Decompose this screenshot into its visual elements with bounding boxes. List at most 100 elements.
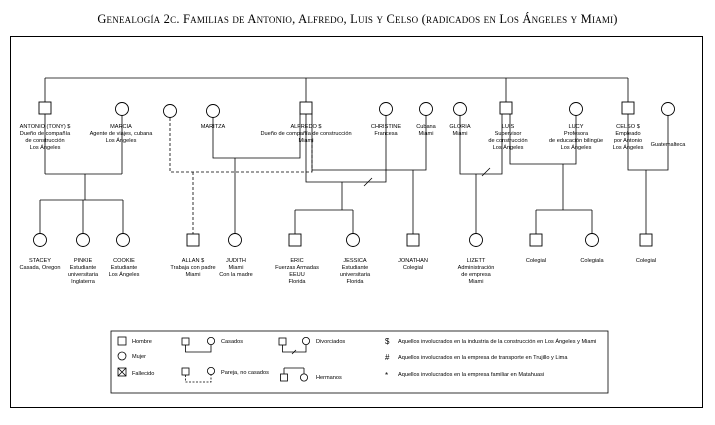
cubana-label-line-1: Cubana — [416, 124, 436, 130]
lizett-label-line-2: Administración — [458, 265, 495, 271]
female-symbol-cookie — [116, 233, 130, 247]
lucy-label-line-2: Profesora — [564, 131, 589, 137]
female-symbol-gloria — [453, 102, 467, 116]
celso-label-line-3: por Antonio — [614, 138, 642, 144]
female-symbol-christine — [379, 102, 393, 116]
female-symbol-first-partner — [163, 104, 177, 118]
lizett-label-line-3: de empresa — [461, 272, 491, 278]
legend-female-label: Mujer — [132, 354, 146, 360]
antonio-label-line-2: Dueño de compañía — [20, 131, 71, 137]
female-symbol-lucy — [569, 102, 583, 116]
female-symbol-lizett — [469, 233, 483, 247]
male-symbol-eric — [288, 233, 302, 247]
legend-dollar-text: Aquellos involucrados en la industria de… — [398, 338, 596, 345]
female-symbol-cubana — [419, 102, 433, 116]
allan-label-line-1: ALLAN $ — [182, 258, 205, 264]
legend-deceased-label: Fallecido — [132, 371, 154, 377]
male-symbol-alfredo — [299, 101, 313, 115]
alfredo-label-line-2: Dueño de compañía de construcción — [260, 131, 351, 137]
legend-divorced-line — [282, 344, 307, 355]
alfredo-label-line-1: ALFREDO $ — [290, 124, 322, 130]
gloria-label-line-1: GLORIA — [449, 124, 470, 130]
male-symbol-allan — [186, 233, 200, 247]
stacey-label-line-2: Casada, Oregon — [19, 265, 60, 271]
colegial1-label-line-1: Colegial — [526, 258, 546, 264]
colegiala-label-line-1: Colegiala — [580, 258, 604, 264]
pinkie-label-line-4: Inglaterra — [71, 279, 96, 285]
jonathan-label-line-2: Colegial — [403, 265, 423, 271]
celso-label-line-2: Empleado — [615, 131, 640, 137]
female-symbol-colegiala — [585, 233, 599, 247]
male-symbol-jonathan — [406, 233, 420, 247]
legend-star-symbol: * — [385, 371, 388, 380]
jessica-label-line-1: JESSICA — [343, 258, 367, 264]
cookie-label-line-2: Estudiante — [111, 265, 137, 271]
legend-female-symbol — [117, 351, 127, 361]
antonio-label-line-3: de construcción — [25, 138, 64, 144]
colegial2-label-line-1: Colegial — [636, 258, 656, 264]
legend-star-text: Aquellos involucrados en la empresa fami… — [398, 372, 544, 378]
christine-label-line-2: Francesa — [374, 131, 398, 137]
allan-label-line-2: Trabaja con padre — [170, 265, 215, 271]
female-symbol-maritza — [206, 104, 220, 118]
legend-male-label: Hombre — [132, 339, 152, 345]
allan-label-line-3: Miami — [186, 272, 201, 278]
gloria-label-line-2: Miami — [453, 131, 468, 137]
lizett-label-line-1: LIZETT — [467, 258, 486, 264]
antonio-label-line-1: ANTONIO (TONY) $ — [20, 124, 72, 130]
judith-label-line-1: JUDITH — [226, 258, 246, 264]
lucy-label-line-1: LUCY — [569, 124, 584, 130]
luis-label-line-1: LUIS — [502, 124, 515, 130]
judith-label-line-3: Con la madre — [219, 272, 253, 278]
marcia-label-line-2: Agente de viajes, cubana — [90, 131, 154, 137]
alfredo-label-line-3: Miami — [299, 138, 314, 144]
lucy-label-line-4: Los Ángeles — [561, 144, 592, 151]
legend-deceased-cross — [117, 367, 127, 377]
luis-label-line-3: de construcción — [488, 138, 527, 144]
cubana-label-line-2: Miami — [419, 131, 434, 137]
female-symbol-judith — [228, 233, 242, 247]
legend-divorced-label: Divorciados — [316, 339, 345, 345]
lizett-label-line-4: Miami — [469, 279, 484, 285]
person-symbols — [33, 101, 675, 247]
female-symbol-marcia — [115, 102, 129, 116]
luis-label-line-4: Los Ángeles — [493, 144, 524, 151]
male-symbol-antonio — [38, 101, 52, 115]
marcia-label-line-3: Los Ángeles — [106, 137, 137, 144]
guatemalteca-label-line-1: Guatemalteca — [651, 142, 687, 148]
jonathan-label-line-1: JONATHAN — [398, 258, 428, 264]
female-symbol-pinkie — [76, 233, 90, 247]
christine-label-line-1: CHRISTINE — [371, 124, 401, 130]
legend-male-symbol — [117, 336, 127, 346]
legend-hash-text: Aquellos involucrados en la empresa de t… — [398, 355, 568, 361]
pinkie-label-line-1: PINKIE — [74, 258, 93, 264]
legend-couple-line — [185, 374, 212, 383]
legend-siblings-label: Hermanos — [316, 375, 342, 381]
stacey-label-line-1: STACEY — [29, 258, 51, 264]
luis-label-line-2: Supervisor — [495, 131, 522, 137]
celso-label-line-4: Los Ángeles — [613, 144, 644, 151]
female-symbol-guatemalteca — [661, 102, 675, 116]
eric-label-line-2: Fuerzas Armadas — [275, 265, 319, 271]
maritza-label-line-1: MARITZA — [201, 124, 226, 130]
legend-box: Hombre Mujer Fallecido Casados Pareja, n… — [110, 330, 609, 394]
cookie-label-line-1: COOKIE — [113, 258, 135, 264]
legend-hash-symbol: # — [385, 353, 390, 362]
male-symbol-luis — [499, 101, 513, 115]
pinkie-label-line-2: Estudiante — [70, 265, 96, 271]
female-symbol-stacey — [33, 233, 47, 247]
legend-dollar-symbol: $ — [385, 337, 390, 346]
judith-label-line-2: Miami — [229, 265, 244, 271]
diagram-title: Genealogía 2c. Familias de Antonio, Alfr… — [97, 12, 618, 26]
legend-siblings-line — [283, 367, 305, 374]
male-symbol-celso — [621, 101, 635, 115]
jessica-label-line-2: Estudiante — [342, 265, 368, 271]
diagram-frame — [10, 36, 703, 408]
cookie-label-line-3: Los Ángeles — [109, 271, 140, 278]
celso-label-line-1: CELSO $ — [616, 124, 641, 130]
antonio-label-line-4: Los Ángeles — [30, 144, 61, 151]
pinkie-label-line-3: universitaria — [68, 272, 99, 278]
eric-label-line-3: EEUU — [289, 272, 305, 278]
